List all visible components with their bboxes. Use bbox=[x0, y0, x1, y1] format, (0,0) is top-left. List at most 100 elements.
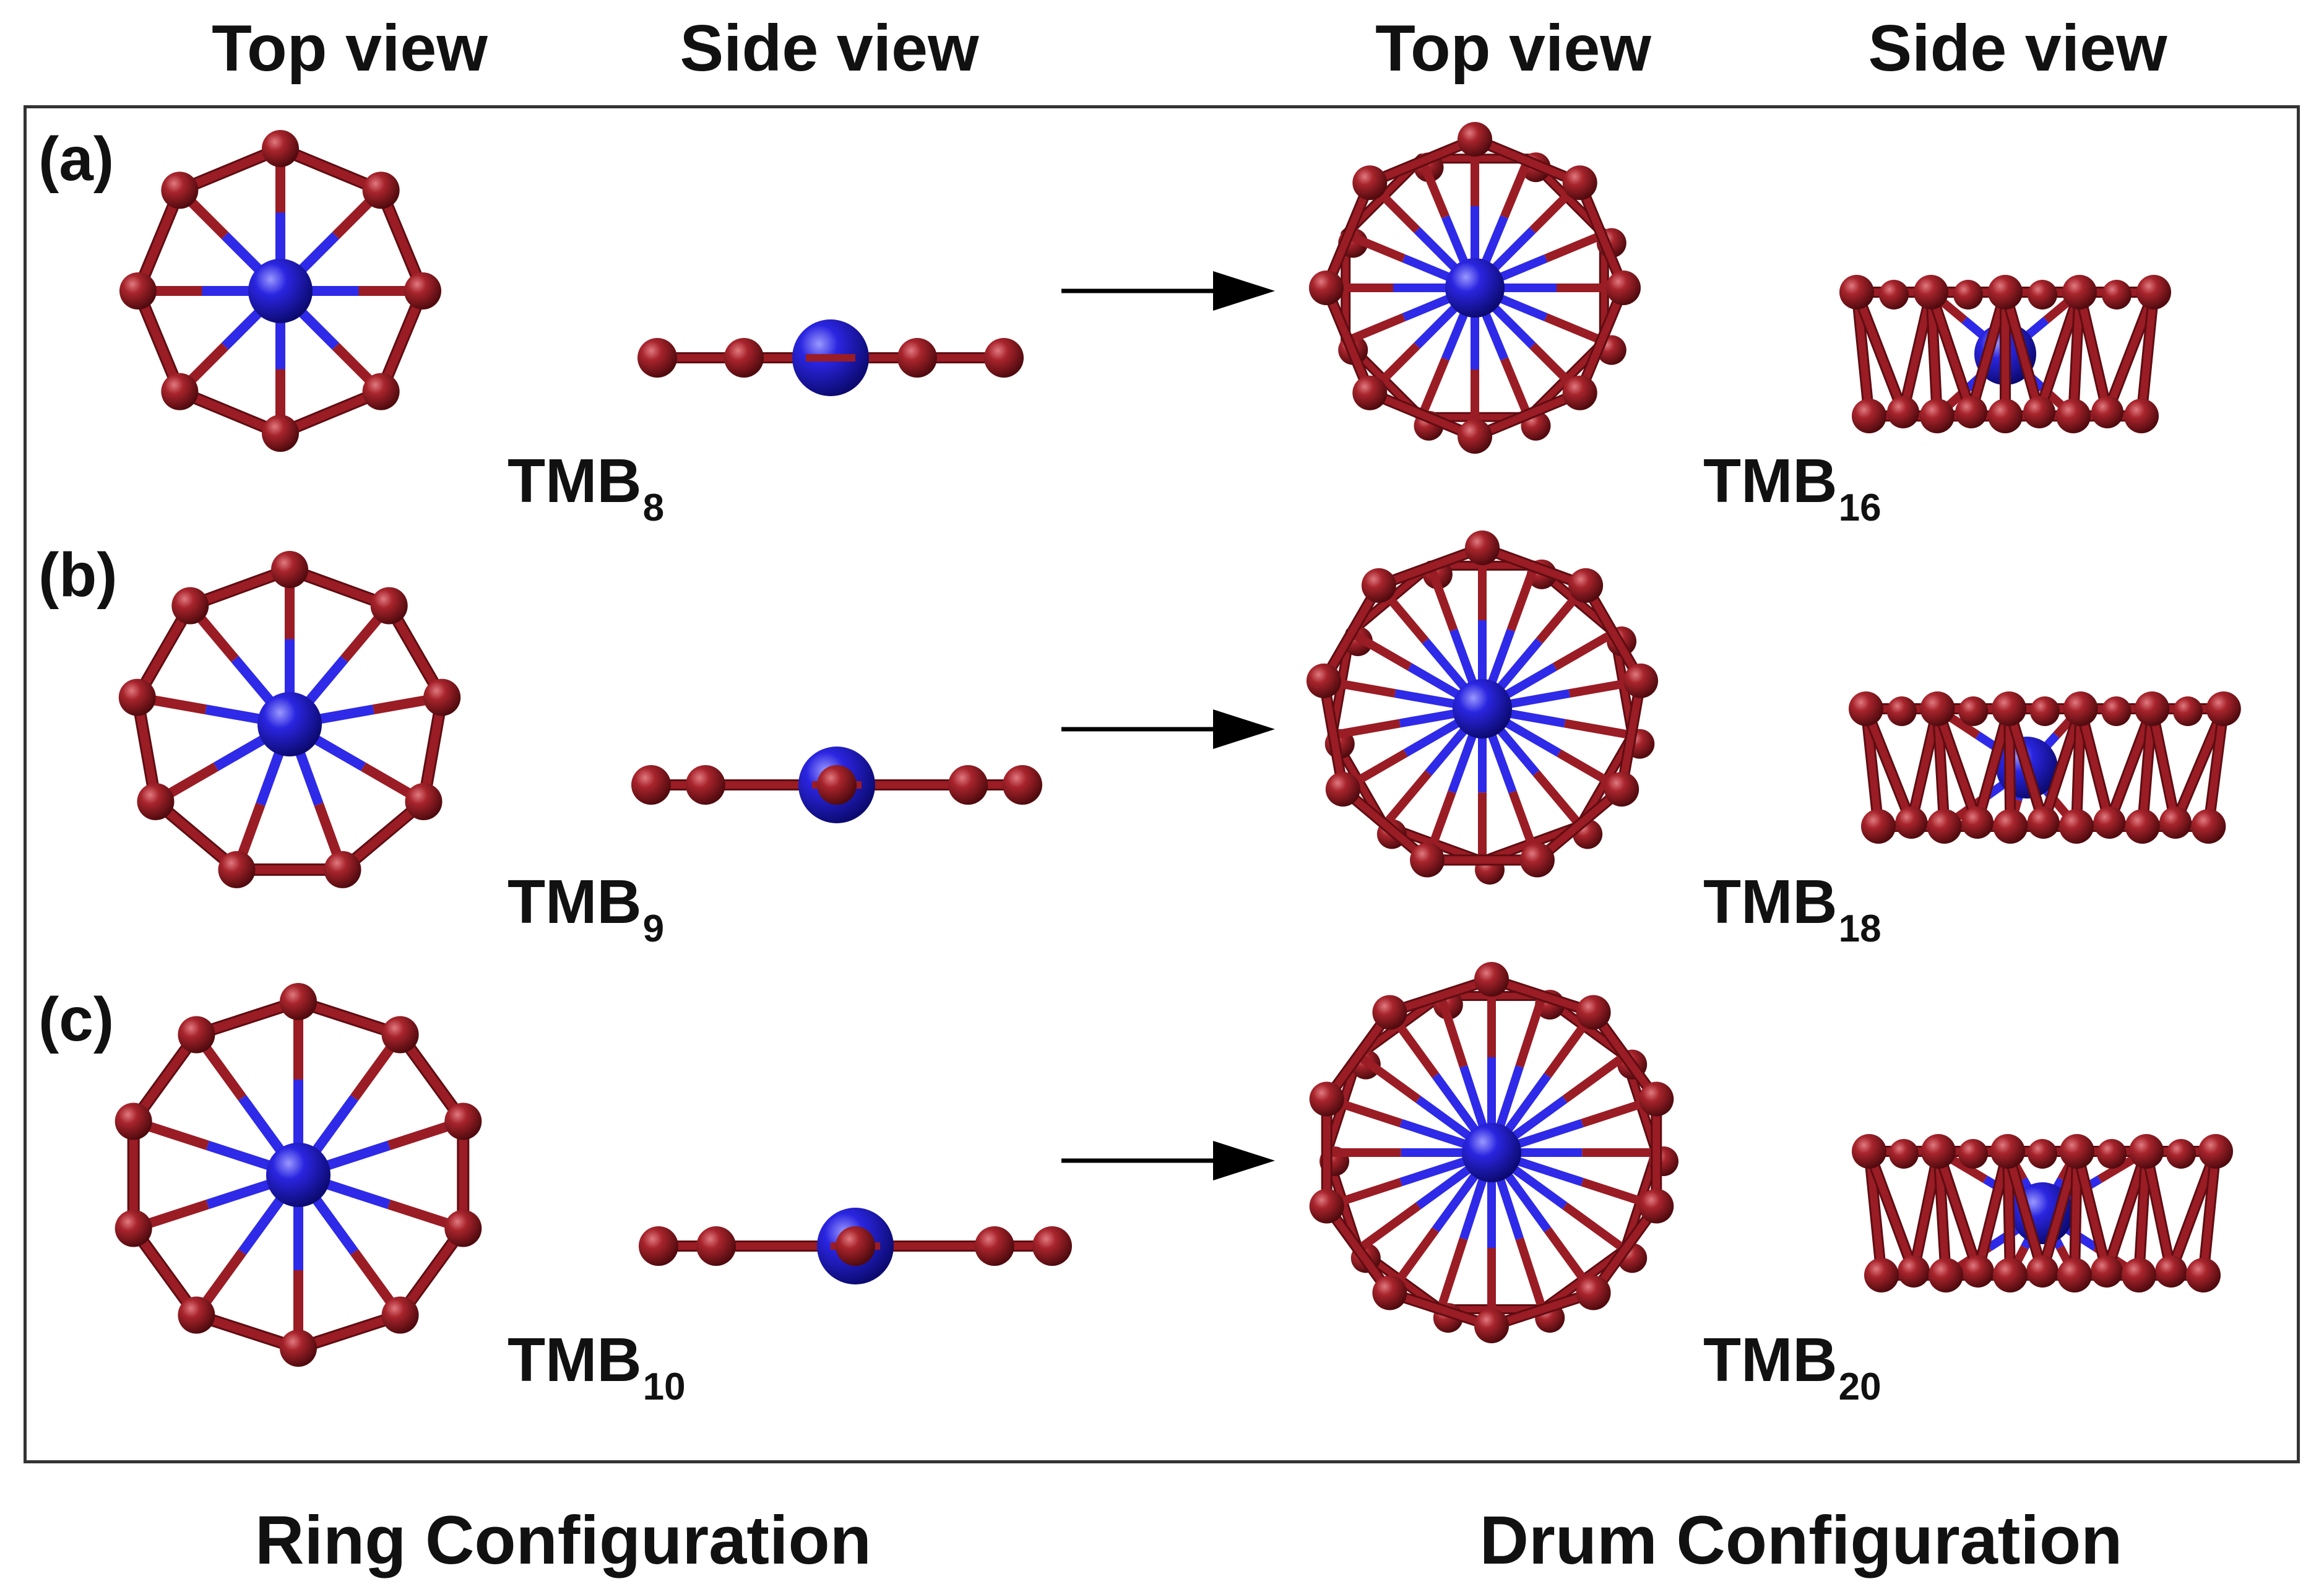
ring-top-view-9 bbox=[118, 551, 461, 888]
header-ring-side-view: Side view bbox=[680, 12, 979, 85]
b-b-bond bbox=[1366, 389, 1479, 440]
boron-atom bbox=[1953, 280, 1983, 310]
label-tmb9: TMB9 bbox=[508, 867, 664, 950]
boron-atom bbox=[1474, 962, 1509, 997]
boron-atom bbox=[362, 171, 400, 209]
metal-bond-red bbox=[1426, 564, 1458, 632]
label-tmb8: TMB8 bbox=[508, 446, 664, 529]
panel-label-b: (b) bbox=[38, 540, 118, 610]
b-b-bond bbox=[2070, 288, 2083, 420]
b-b-bond bbox=[1323, 1202, 1394, 1297]
boron-atom bbox=[1576, 1275, 1611, 1310]
boron-atom bbox=[2191, 809, 2226, 844]
metal-bond-red bbox=[1532, 770, 1584, 828]
label-tmb20-sub: 20 bbox=[1838, 1366, 1881, 1408]
boron-atom bbox=[2124, 399, 2159, 433]
metal-bond-red bbox=[1344, 230, 1406, 262]
boron-atom bbox=[1992, 691, 2027, 726]
boron-atom bbox=[262, 415, 299, 452]
boron-atom bbox=[1852, 1134, 1886, 1169]
b-b-bond bbox=[1899, 288, 1935, 416]
boron-atom bbox=[114, 1102, 152, 1140]
ring-side-view-9 bbox=[631, 747, 1042, 823]
boron-atom bbox=[1639, 1189, 1674, 1224]
boron-atom bbox=[1458, 122, 1492, 157]
metal-bond-red bbox=[1500, 157, 1532, 219]
header-ring-top-view: Top view bbox=[212, 12, 488, 85]
boron-atom bbox=[262, 130, 299, 167]
boron-atom bbox=[1879, 280, 1909, 310]
boron-atom bbox=[1562, 165, 1597, 201]
label-tmb16: TMB16 bbox=[1703, 446, 1881, 529]
b-b-bond bbox=[1853, 288, 1907, 416]
metal-atom bbox=[1462, 1123, 1521, 1182]
boron-atom bbox=[637, 338, 677, 378]
b-b-bond bbox=[2200, 1148, 2219, 1279]
label-tmb20: TMB20 bbox=[1703, 1325, 1881, 1408]
boron-atom bbox=[1920, 399, 1955, 433]
boron-atom bbox=[370, 587, 408, 625]
metal-bond-red bbox=[1355, 1202, 1421, 1253]
b-b-bond bbox=[1488, 976, 1597, 1016]
label-tmb9-base: TMB bbox=[508, 867, 642, 937]
boron-atom bbox=[2206, 691, 2241, 726]
boron-atom bbox=[1958, 696, 1989, 726]
footer-ring-configuration: Ring Configuration bbox=[255, 1502, 871, 1578]
boron-atom bbox=[1990, 1134, 2025, 1169]
drum-side-view-18 bbox=[1849, 691, 2241, 844]
panel-label-c: (c) bbox=[38, 985, 114, 1054]
b-b-bond bbox=[1375, 544, 1486, 589]
label-tmb8-base: TMB bbox=[508, 446, 642, 516]
metal-atom bbox=[248, 259, 313, 323]
label-tmb20-base: TMB bbox=[1703, 1325, 1838, 1395]
b-b-bond bbox=[1386, 976, 1495, 1016]
label-tmb10-base: TMB bbox=[508, 1325, 642, 1395]
ring-side-view-10 bbox=[639, 1208, 1072, 1284]
boron-atom bbox=[2056, 399, 2091, 433]
metal-bond-red bbox=[1515, 994, 1547, 1068]
ring-top-view-10 bbox=[114, 983, 482, 1367]
boron-atom bbox=[1886, 696, 1917, 726]
boron-atom bbox=[1410, 842, 1445, 878]
boron-atom bbox=[405, 783, 443, 820]
boron-atom bbox=[631, 765, 671, 805]
boron-atom bbox=[1474, 1309, 1509, 1343]
drum-side-view-20 bbox=[1852, 1134, 2233, 1292]
boron-atom bbox=[2023, 396, 2055, 428]
metal-atom bbox=[1453, 679, 1512, 738]
boron-atom bbox=[897, 338, 937, 378]
boron-atom bbox=[161, 373, 199, 410]
boron-atom bbox=[1895, 807, 1928, 839]
boron-atom bbox=[114, 1210, 152, 1247]
boron-atom bbox=[1519, 842, 1555, 878]
boron-atom bbox=[1032, 1226, 1072, 1266]
b-b-bond bbox=[1488, 1289, 1597, 1330]
boron-atom bbox=[1562, 375, 1597, 410]
label-tmb16-sub: 16 bbox=[1838, 487, 1881, 529]
boron-atom bbox=[2091, 1255, 2123, 1288]
b-b-bond bbox=[1323, 1008, 1394, 1103]
boron-atom bbox=[639, 1226, 678, 1266]
boron-atom bbox=[1861, 809, 1896, 844]
boron-atom bbox=[1306, 663, 1341, 698]
boron-atom bbox=[280, 983, 317, 1020]
boron-atom bbox=[2125, 809, 2160, 844]
boron-atom bbox=[1927, 809, 1962, 844]
b-b-bond bbox=[1320, 677, 1347, 793]
boron-atom bbox=[2028, 1139, 2057, 1169]
b-b-bond bbox=[1479, 544, 1590, 589]
boron-atom bbox=[1623, 663, 1659, 698]
b-b-bond bbox=[1323, 284, 1374, 397]
boron-atom bbox=[1352, 375, 1388, 410]
boron-atom bbox=[1309, 1081, 1344, 1117]
boron-atom bbox=[974, 1226, 1014, 1266]
boron-atom bbox=[2129, 1134, 2164, 1169]
transform-arrow-3-head bbox=[1213, 1141, 1275, 1180]
boron-atom bbox=[119, 272, 157, 310]
boron-atom bbox=[161, 171, 199, 209]
boron-atom bbox=[2102, 280, 2132, 310]
boron-atom bbox=[2059, 809, 2094, 844]
metal-bond-red bbox=[1500, 357, 1532, 419]
b-b-bond bbox=[1589, 1202, 1661, 1297]
